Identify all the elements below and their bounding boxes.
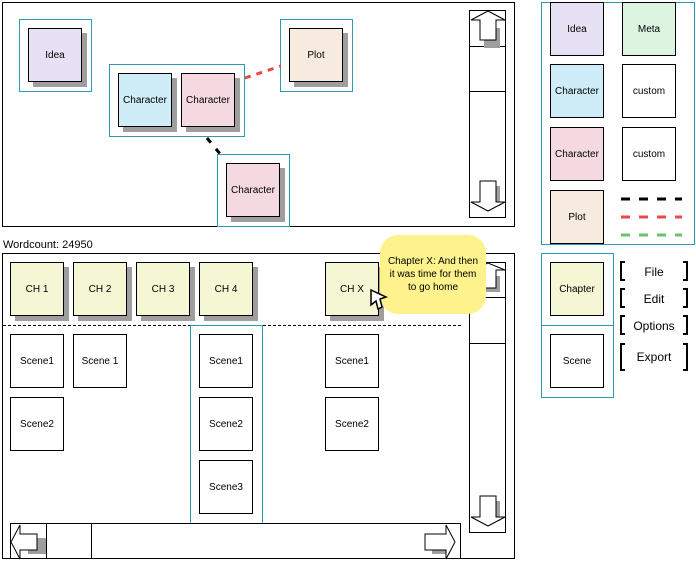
idea-node-frame[interactable] — [19, 19, 92, 92]
character-node-lower[interactable]: Character — [226, 163, 280, 217]
palette-character-pink[interactable]: Character — [550, 127, 604, 181]
bracket-right — [683, 315, 688, 335]
scene-label: Scene2 — [335, 418, 369, 430]
mouse-pointer-icon — [370, 288, 389, 311]
chapter-card[interactable]: CH 2 — [73, 262, 127, 316]
bracket-right — [683, 261, 688, 281]
palette-chapter[interactable]: Chapter — [550, 262, 604, 316]
bracket-left — [620, 315, 625, 335]
chapter-label: CH 2 — [88, 283, 112, 295]
palette-scene-label: Scene — [562, 355, 592, 367]
scene-label: Scene 1 — [81, 355, 119, 367]
arrow-down-icon[interactable] — [470, 495, 506, 531]
palette-item-label: Character — [555, 148, 599, 160]
scene-card[interactable]: Scene1 — [325, 334, 379, 388]
scene-label: Scene2 — [209, 418, 243, 430]
scrollbar-divider — [91, 524, 92, 558]
scene-card[interactable]: Scene 1 — [73, 334, 127, 388]
scene-label: Scene1 — [209, 355, 243, 367]
chapter-label: CH 1 — [25, 283, 49, 295]
chapter-tooltip: Chapter X: And then it was time for them… — [380, 235, 486, 314]
palette-item-label: Idea — [567, 23, 587, 35]
palette-item-label: custom — [632, 148, 666, 160]
scene-card[interactable]: Scene2 — [199, 397, 253, 451]
chapter-card[interactable]: CH 1 — [10, 262, 64, 316]
menu-export[interactable]: Export — [620, 343, 688, 371]
palette-meta[interactable]: Meta — [622, 2, 676, 56]
chapter-label: CH 4 — [214, 283, 238, 295]
palette-idea[interactable]: Idea — [550, 2, 604, 56]
chapter-card[interactable]: CH 3 — [136, 262, 190, 316]
scene-card[interactable]: Scene1 — [199, 334, 253, 388]
chapter-card[interactable]: CH 4 — [199, 262, 253, 316]
tooltip-text: Chapter X: And then it was time for them… — [387, 256, 479, 293]
scene-label: Scene1 — [335, 355, 369, 367]
chapter-card[interactable]: CH X — [325, 262, 379, 316]
character-node-label: Character — [123, 94, 167, 106]
character-node-label: Character — [231, 184, 275, 196]
bracket-right — [683, 343, 688, 371]
arrow-down-icon[interactable] — [470, 180, 506, 216]
bracket-left — [620, 261, 625, 281]
scrollbar-divider — [46, 524, 47, 558]
timeline-horizontal-scrollbar[interactable] — [10, 523, 461, 559]
bracket-left — [620, 288, 625, 308]
chapter-label: CH 3 — [151, 283, 175, 295]
scene-card[interactable]: Scene3 — [199, 460, 253, 514]
palette-item-label: Meta — [637, 23, 661, 35]
node-palette — [541, 2, 695, 245]
menu-export-label: Export — [636, 350, 672, 364]
scene-label: Scene1 — [20, 355, 54, 367]
palette-item-label: Character — [555, 85, 599, 97]
plot-node-frame[interactable] — [280, 19, 353, 92]
palette-chapter-label: Chapter — [559, 283, 595, 295]
plot-node[interactable]: Plot — [289, 28, 343, 82]
scene-label: Scene3 — [209, 481, 243, 493]
idea-node-label: Idea — [45, 49, 65, 61]
arrow-up-icon[interactable] — [470, 10, 506, 48]
menu-file[interactable]: File — [620, 261, 688, 283]
scrollbar-divider — [470, 343, 505, 344]
palette-item-label: custom — [632, 85, 666, 97]
plot-node-label: Plot — [307, 49, 325, 61]
palette-custom-1[interactable]: custom — [622, 64, 676, 118]
scene-label: Scene2 — [20, 418, 54, 430]
menu-file-label: File — [644, 265, 664, 279]
idea-node[interactable]: Idea — [28, 28, 82, 82]
menu-edit-label: Edit — [643, 292, 665, 306]
palette-custom-2[interactable]: custom — [622, 127, 676, 181]
arrow-left-icon[interactable] — [10, 524, 46, 560]
wordcount-label: Wordcount: 24950 — [3, 239, 93, 251]
palette-item-label: Plot — [568, 211, 586, 223]
character-node-label: Character — [186, 94, 230, 106]
character-node-lower-frame[interactable] — [217, 154, 290, 227]
palette-character-blue[interactable]: Character — [550, 64, 604, 118]
scene-card[interactable]: Scene1 — [10, 334, 64, 388]
menu-edit[interactable]: Edit — [620, 288, 688, 310]
scene-card[interactable]: Scene2 — [10, 397, 64, 451]
scrollbar-divider — [470, 91, 505, 92]
arrow-right-icon[interactable] — [424, 524, 460, 560]
bracket-left — [620, 343, 625, 371]
menu-options-label: Options — [633, 319, 675, 333]
character-group-frame[interactable] — [109, 64, 245, 137]
palette-scene[interactable]: Scene — [550, 334, 604, 388]
palette-link-styles — [621, 197, 682, 237]
scene-card[interactable]: Scene2 — [325, 397, 379, 451]
chapter-scene-palette — [541, 253, 614, 398]
menu-options[interactable]: Options — [620, 315, 688, 337]
character-node-blue[interactable]: Character — [118, 73, 172, 127]
scrollbar-divider — [470, 297, 505, 298]
chapter-label: CH X — [340, 283, 364, 295]
palette-divider — [542, 325, 613, 326]
palette-plot[interactable]: Plot — [550, 190, 604, 244]
character-node-pink[interactable]: Character — [181, 73, 235, 127]
bracket-right — [683, 288, 688, 308]
